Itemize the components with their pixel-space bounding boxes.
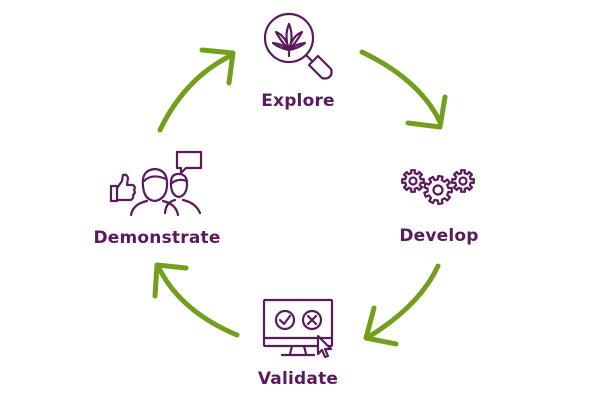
gear-mid-hole (432, 184, 444, 196)
gear-right-hole (458, 176, 468, 186)
stage-label-validate: Validate (257, 369, 339, 389)
gear-right-outline (451, 169, 475, 193)
stage-label-demonstrate: Demonstrate (93, 228, 221, 248)
gear-mid-outline (423, 174, 453, 206)
gear-left-hole (408, 176, 418, 186)
arrow-validate-to-demonstrate (152, 262, 240, 338)
arrow-explore-to-develop (359, 49, 448, 130)
arrow-demonstrate-to-explore (157, 47, 236, 133)
gear-left-outline (401, 169, 425, 193)
cannabis-magnifier-icon (263, 12, 333, 80)
stage-label-develop: Develop (399, 226, 479, 246)
arrow-develop-to-validate (363, 263, 441, 347)
monitor-check-cross-icon (262, 298, 334, 359)
stage-label-explore: Explore (261, 91, 335, 111)
gears-icon (401, 169, 475, 206)
people-thumbs-up-chat-icon (109, 150, 203, 217)
